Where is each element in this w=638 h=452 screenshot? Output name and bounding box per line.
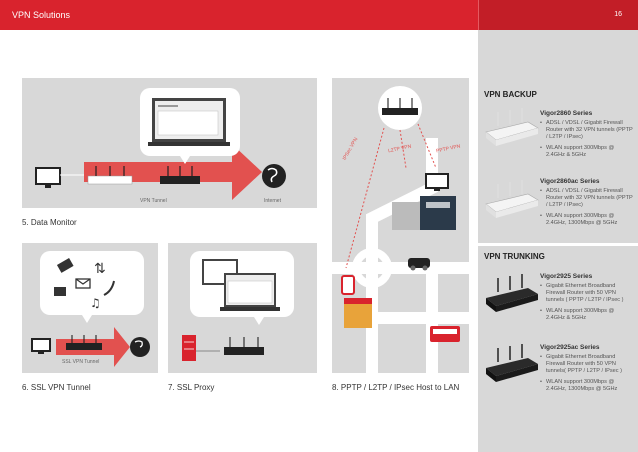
- monitor-icon: [425, 173, 449, 191]
- caption-data-monitor: 5. Data Monitor: [22, 218, 77, 227]
- router-icon: [485, 180, 539, 218]
- vpn-tunnel-label: VPN Tunnel: [140, 198, 167, 204]
- roundabout: [352, 248, 392, 288]
- svg-text:♫: ♫: [90, 296, 101, 310]
- router-icon: [486, 344, 538, 382]
- bus-icon: [430, 326, 460, 342]
- product-name: Vigor2860 Series: [540, 110, 593, 117]
- pptp-diagram: [332, 86, 469, 373]
- office-building-icon: [420, 196, 456, 230]
- panel-ssl-proxy: [168, 243, 317, 373]
- product-bullet: WLAN support 300Mbps @ 2.4GHz, 1300Mbps …: [540, 213, 634, 227]
- internet-label: Internet: [264, 198, 281, 204]
- panel-data-monitor: VPN Tunnel Internet: [22, 78, 317, 208]
- product-bullet: WLAN support 300Mbps @ 2.4GHz & 5GHz: [540, 308, 634, 322]
- svg-text:⇅: ⇅: [94, 261, 106, 277]
- money-icon: [56, 258, 74, 273]
- data-monitor-diagram: [35, 88, 286, 200]
- product-name: Vigor2925 Series: [540, 273, 593, 280]
- video-icon: [54, 287, 66, 296]
- globe-icon: [262, 164, 286, 188]
- vpn-trunking-heading: VPN TRUNKING: [484, 252, 545, 261]
- ssl-tunnel-diagram: ♫ ⇅: [31, 251, 150, 367]
- product-bullet: Gigabit Ethernet Broadband Firewall Rout…: [540, 283, 634, 304]
- mail-icon: [75, 278, 91, 289]
- page-number: 16: [614, 11, 622, 18]
- top-bar: VPN Solutions 16: [0, 0, 638, 30]
- product-bullet: Gigabit Ethernet Broadband Firewall Rout…: [540, 354, 634, 375]
- laptop-icon: [148, 98, 230, 146]
- product-bullet: ADSL / VDSL / Gigabit Firewall Router wi…: [540, 188, 634, 209]
- vpn-backup-heading: VPN BACKUP: [484, 90, 537, 99]
- top-bar-right: 16: [478, 0, 638, 30]
- sidebar: VPN BACKUP Vigor2860 Series ADSL / VDSL …: [478, 30, 638, 452]
- router-icon: [485, 108, 539, 146]
- router-icon: [66, 335, 102, 350]
- globe-icon: [130, 337, 150, 357]
- router-icon: [87, 166, 133, 185]
- transfer-icon: ⇅: [94, 261, 106, 277]
- page-title: VPN Solutions: [12, 10, 71, 20]
- caption-ssl-proxy: 7. SSL Proxy: [168, 383, 215, 392]
- monitor-icon: [35, 167, 61, 188]
- product-bullet: WLAN support 300Mbps @ 2.4GHz, 1300Mbps …: [540, 379, 634, 393]
- router-icon: [486, 274, 538, 312]
- phone-icon: [341, 275, 355, 295]
- product-name: Vigor2925ac Series: [540, 344, 600, 351]
- product-bullet: WLAN support 300Mbps @ 2.4GHz & 5GHz: [540, 145, 634, 159]
- caption-pptp: 8. PPTP / L2TP / IPsec Host to LAN: [332, 383, 460, 392]
- shop-icon: [344, 298, 372, 328]
- ssl-proxy-diagram: [182, 251, 294, 361]
- router-icon: [382, 98, 418, 115]
- car-icon: [408, 258, 430, 271]
- monitor-icon: [31, 338, 51, 354]
- caption-ssl-tunnel: 6. SSL VPN Tunnel: [22, 383, 91, 392]
- street-map: [332, 138, 469, 373]
- laptop-icon: [220, 273, 280, 311]
- router-icon: [224, 337, 264, 355]
- product-bullet: ADSL / VDSL / Gigabit Firewall Router wi…: [540, 120, 634, 141]
- panel-ssl-tunnel: ♫ ⇅ SSL VPN Tunnel: [22, 243, 158, 373]
- vpn-tunnel-arrow: [84, 144, 262, 200]
- product-name: Vigor2860ac Series: [540, 178, 600, 185]
- server-icon: [182, 335, 196, 361]
- ssl-tunnel-label: SSL VPN Tunnel: [62, 359, 100, 365]
- music-icon: ♫: [90, 296, 101, 310]
- panel-pptp: IPSec VPN L2TP VPN PPTP VPN: [332, 78, 469, 373]
- phone-icon: [103, 280, 115, 296]
- sidebar-divider: [478, 243, 638, 246]
- router-icon: [160, 166, 200, 184]
